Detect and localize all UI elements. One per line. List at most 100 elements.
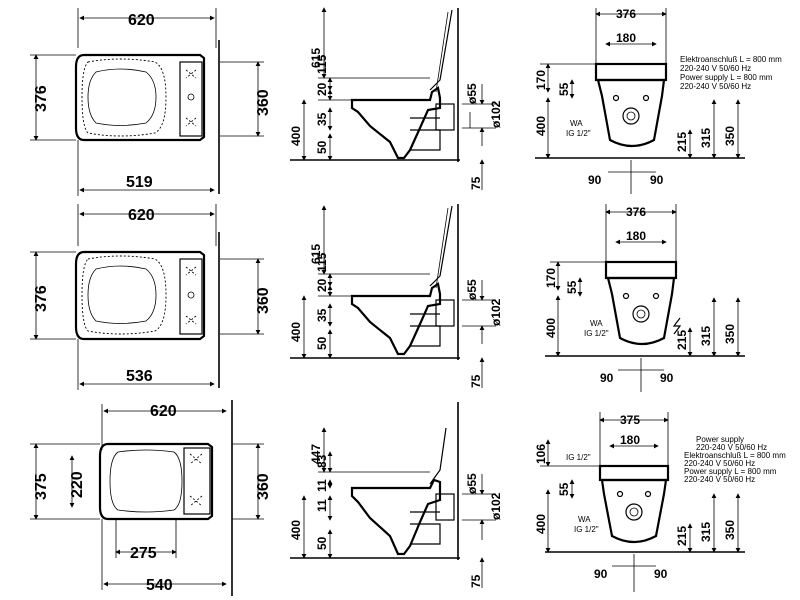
- row2-top-w620: 620: [128, 207, 155, 224]
- row-2: 620 376 360 536: [30, 204, 745, 392]
- row1-front-d215: 215: [675, 132, 689, 152]
- row1-front-note2b: 220-240 V 50/60 Hz: [680, 82, 751, 91]
- row1-top-view: 620 376 360 519: [30, 8, 272, 196]
- row3-front-noteB2: 220-240 V 50/60 Hz: [684, 459, 755, 468]
- row3-front-noteC2: 220-240 V 50/60 Hz: [684, 475, 755, 484]
- row1-side-d35: 35: [315, 112, 329, 126]
- row3-side-view: 447 83 11 11 50 400 ø55 ø102 75: [289, 402, 503, 588]
- row2-front-d315: 315: [699, 326, 713, 346]
- row2-front-d170: 170: [544, 268, 558, 288]
- row2-front-d90a: 90: [600, 371, 614, 385]
- row3-top-w620: 620: [150, 403, 177, 420]
- row3-top-view: 620 375 220 360 275 540: [30, 400, 272, 596]
- row3-front-noteC1: Power supply L = 800 mm: [684, 467, 777, 476]
- row3-front-d350: 350: [723, 520, 737, 540]
- row2-side-o55: ø55: [465, 279, 479, 300]
- row1-front-d400: 400: [534, 116, 548, 136]
- row1-front-ig: IG 1/2": [566, 129, 591, 138]
- row2-front-d400: 400: [544, 318, 558, 338]
- row2-side-o102: ø102: [489, 298, 503, 326]
- row2-front-d55: 55: [565, 280, 579, 294]
- row1-front-view: 376 180 170 55 400 WA IG 1/2" 215 315 35…: [534, 7, 782, 194]
- row1-side-d115: 115: [315, 54, 329, 74]
- row1-front-d55: 55: [557, 82, 571, 96]
- row3-front-d215: 215: [675, 526, 689, 546]
- row2-top-view: 620 376 360 536: [30, 204, 272, 390]
- row3-top-depth375: 375: [33, 473, 50, 500]
- row3-front-d106: 106: [534, 444, 548, 464]
- row2-front-w180: 180: [626, 229, 646, 243]
- row2-top-inner360: 360: [255, 287, 272, 314]
- row3-top-w540: 540: [146, 577, 173, 594]
- row2-front-w376: 376: [626, 205, 646, 219]
- row1-front-w376: 376: [616, 7, 636, 21]
- row1-front-note2a: Power supply L = 800 mm: [680, 73, 773, 82]
- row3-side-o55: ø55: [465, 473, 479, 494]
- row2-front-ig: IG 1/2": [584, 329, 609, 338]
- row-3: 620 375 220 360 275 540: [30, 400, 786, 596]
- row2-side-d20: 20: [315, 278, 329, 292]
- row1-front-d350: 350: [723, 126, 737, 146]
- row1-front-d90a: 90: [588, 173, 602, 187]
- row2-front-wa: WA: [590, 319, 603, 328]
- row1-front-d315: 315: [699, 128, 713, 148]
- row3-front-w180: 180: [620, 433, 640, 447]
- row3-front-d55: 55: [557, 482, 571, 496]
- row2-side-d75: 75: [469, 374, 483, 388]
- row2-side-d50: 50: [315, 336, 329, 350]
- row2-side-view: 615 115 20 35 50 400 ø55 ø102 75: [289, 204, 503, 388]
- row2-top-depth376: 376: [33, 285, 50, 312]
- row3-front-w375: 375: [620, 413, 640, 427]
- row2-front-view: 376 180 170 55 400 WA IG 1/2" 215 315 35…: [544, 204, 745, 392]
- row1-front-d170: 170: [534, 70, 548, 90]
- row1-front-note1b: 220-240 V 50/60 Hz: [680, 64, 751, 73]
- row3-side-o102: ø102: [489, 492, 503, 520]
- row1-top-inner360: 360: [255, 89, 272, 116]
- row2-front-d215: 215: [675, 330, 689, 350]
- row1-side-o102: ø102: [489, 100, 503, 128]
- row1-side-d20: 20: [315, 82, 329, 96]
- row2-side-d35: 35: [315, 308, 329, 322]
- row1-front-d90b: 90: [650, 173, 664, 187]
- row3-side-d11b: 11: [315, 499, 329, 512]
- row1-side-d75: 75: [469, 176, 483, 190]
- row1-front-note1a: Elektroanschluß L = 800 mm: [680, 55, 782, 64]
- row3-side-d50: 50: [315, 536, 329, 550]
- row3-side-d11a: 11: [315, 479, 329, 492]
- row3-front-ig: IG 1/2": [574, 525, 599, 534]
- row3-front-wa: WA: [578, 515, 591, 524]
- row-1: 620 376 360 519: [30, 7, 782, 196]
- row1-top-w620: 620: [128, 12, 155, 29]
- row3-front-d90b: 90: [654, 567, 668, 581]
- row3-top-d275: 275: [130, 545, 157, 562]
- row1-front-wa: WA: [570, 119, 583, 128]
- row3-front-ig-top: IG 1/2": [566, 453, 591, 462]
- row3-front-d315: 315: [699, 522, 713, 542]
- row2-side-d615: 615: [309, 244, 323, 264]
- row3-front-d90a: 90: [594, 567, 608, 581]
- row1-top-w519: 519: [126, 174, 153, 191]
- row2-power-icon: [672, 317, 682, 335]
- row1-side-d400: 400: [289, 126, 303, 146]
- row2-side-d400: 400: [289, 322, 303, 342]
- row1-top-depth376: 376: [33, 85, 50, 112]
- row3-side-d400: 400: [289, 520, 303, 540]
- row2-top-w536: 536: [126, 368, 153, 385]
- row1-side-d50: 50: [315, 140, 329, 154]
- row3-side-d447: 447: [309, 444, 323, 464]
- row3-front-noteA2: 220-240 V 50/60 Hz: [696, 443, 767, 452]
- row3-front-noteA1: Power supply: [696, 435, 744, 444]
- row1-side-d615: 615: [309, 48, 323, 68]
- row3-side-d83: 83: [315, 454, 329, 468]
- row3-side-d75: 75: [469, 574, 483, 588]
- row2-side-d115: 115: [315, 252, 329, 272]
- row3-top-d220: 220: [69, 471, 86, 498]
- row3-front-noteB1: Elektroanschluß L = 800 mm: [684, 451, 786, 460]
- row3-top-inner360: 360: [255, 473, 272, 500]
- row2-front-d350: 350: [723, 324, 737, 344]
- row3-front-view: 375 180 106 IG 1/2" 55 400 WA IG 1/2" 21…: [534, 412, 786, 592]
- row1-side-o55: ø55: [465, 83, 479, 104]
- row3-front-d400: 400: [534, 514, 548, 534]
- row1-side-view: 615 115 20 35 50 400 ø55 ø102 75: [289, 7, 503, 190]
